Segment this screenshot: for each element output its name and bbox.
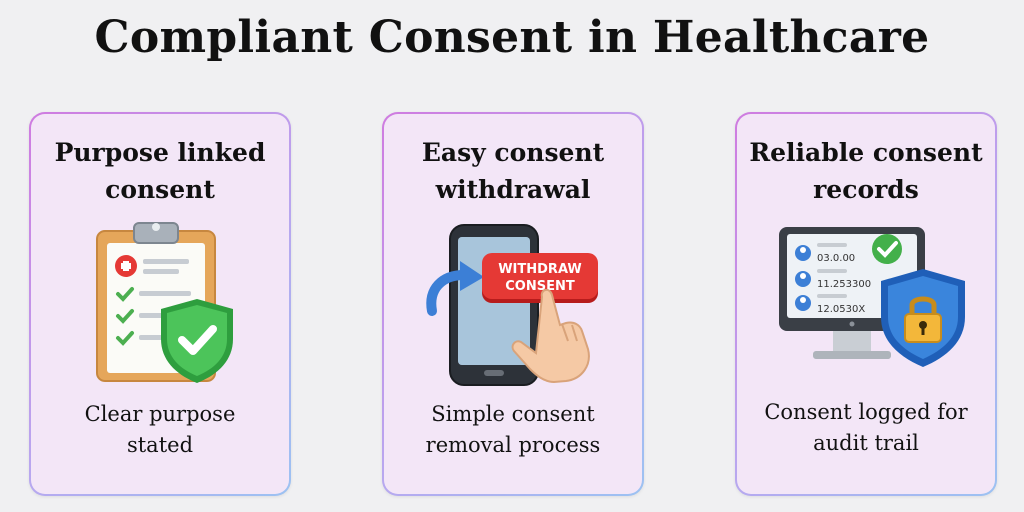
withdraw-consent-button-line2: CONSENT (505, 279, 575, 294)
card-description: Simple consent removal process (425, 402, 601, 457)
page-title: Compliant Consent in Healthcare (94, 12, 930, 63)
card-title: Purpose linked consent (54, 138, 266, 204)
clipboard-shield-icon (96, 222, 233, 383)
monitor-lock-icon: 03.0.00 11.253300 12.0530X (779, 227, 965, 367)
card-purpose-linked: Purpose linked consent Clear purpose sta… (29, 112, 291, 496)
svg-text:12.0530X: 12.0530X (817, 304, 865, 315)
svg-text:11.253300: 11.253300 (817, 279, 871, 290)
withdraw-consent-button-line1: WITHDRAW (498, 262, 582, 277)
card-title: Easy consent withdrawal (421, 138, 605, 204)
phone-withdraw-icon: WITHDRAW CONSENT (426, 224, 598, 386)
card-description: Consent logged for audit trail (764, 400, 968, 455)
svg-text:03.0.00: 03.0.00 (817, 253, 855, 264)
card-reliable-records: Reliable consent records 03.0.00 11.2533… (735, 112, 997, 496)
card-easy-withdrawal: Easy consent withdrawal WITHDRAW CONSENT… (382, 112, 644, 496)
card-title: Reliable consent records (749, 138, 983, 204)
card-description: Clear purpose stated (84, 402, 236, 457)
